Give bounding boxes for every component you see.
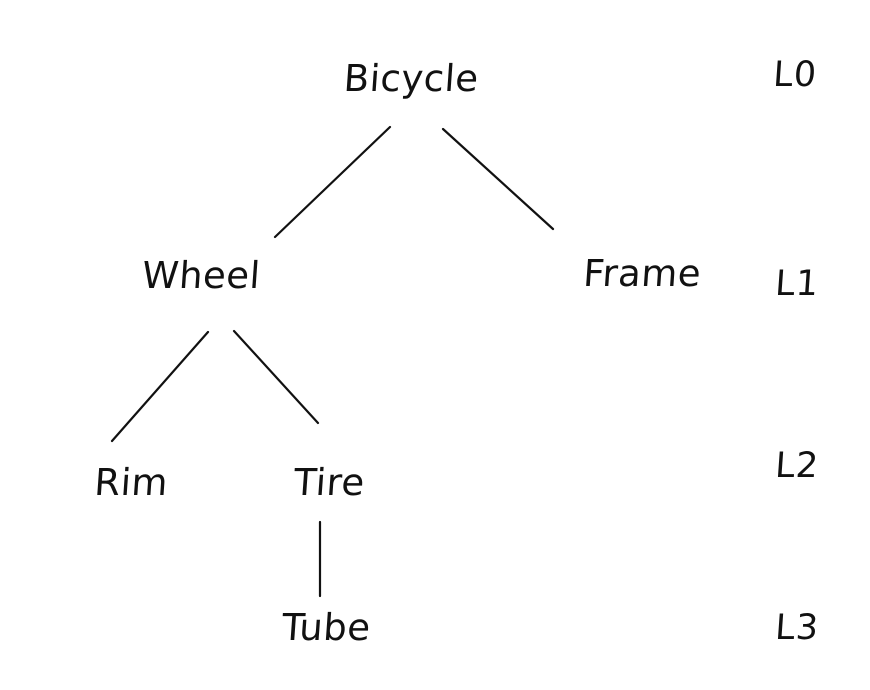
level-label-l2: L2	[773, 446, 821, 486]
edge-bicycle-frame	[441, 127, 555, 231]
level-label-l1: L1	[773, 264, 821, 304]
node-tube: Tube	[280, 606, 373, 649]
edge-wheel-rim	[110, 330, 210, 443]
level-label-l3: L3	[773, 608, 821, 648]
node-tire: Tire	[292, 461, 367, 504]
node-wheel: Wheel	[140, 254, 262, 297]
node-rim: Rim	[93, 461, 170, 504]
edge-wheel-tire	[232, 329, 320, 425]
edge-bicycle-wheel	[273, 125, 392, 239]
level-label-l0: L0	[771, 55, 819, 95]
node-frame: Frame	[581, 252, 703, 295]
node-bicycle: Bicycle	[342, 57, 481, 100]
